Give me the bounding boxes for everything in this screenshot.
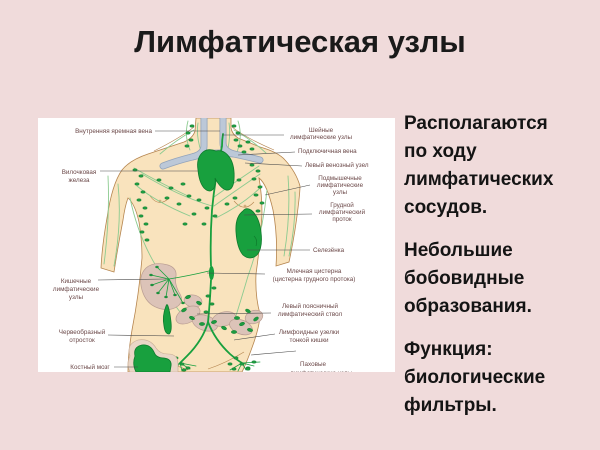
- trapezius-line: [153, 126, 195, 152]
- diagram-label: лимфатический ствол: [278, 310, 343, 318]
- diagram-label: Подмышечные: [318, 175, 362, 182]
- diagram-label: Внутренняя яремная вена: [75, 128, 152, 135]
- mesenteric-vessels: [150, 266, 184, 304]
- diagram-label: узлы: [69, 294, 84, 301]
- diagram-label: Вилочковая: [62, 169, 97, 176]
- diagram-label: Левый венозный узел: [305, 161, 369, 169]
- diagram-label: Шейные: [309, 126, 334, 134]
- diagram-label: Млечная цистерна: [287, 268, 342, 275]
- nipple: [243, 204, 247, 208]
- diagram-label: проток: [332, 216, 352, 223]
- diagram-label: Грудной: [330, 201, 354, 209]
- thymus-shape: [197, 149, 235, 192]
- diagram-label: Левый поясничный: [282, 302, 339, 310]
- text-column: Располагаются по ходу лимфатических сосу…: [404, 110, 576, 435]
- anatomy-diagram-panel: Внутренняя яремная вена Вилочковая желез…: [38, 118, 395, 372]
- lymphatic-system-diagram: Внутренняя яремная вена Вилочковая желез…: [53, 118, 369, 372]
- spleen-notch: [253, 235, 258, 247]
- diagram-label: железа: [69, 177, 90, 184]
- diagram-label: Костный мозг: [70, 363, 110, 371]
- bone-marrow-shape: [133, 344, 172, 372]
- diagram-label: Кишечные: [61, 278, 92, 285]
- diagram-label: Паховые: [300, 361, 326, 368]
- leader-lines: [97, 130, 313, 368]
- diagram-label: Червеобразный: [59, 328, 106, 336]
- diagram-label: лимфатические: [53, 286, 100, 293]
- diagram-label: лимфатические: [317, 182, 364, 189]
- bullet-paragraph: Функция: биологические фильтры.: [404, 339, 546, 416]
- diagram-label: Лимфоидные узелки: [279, 329, 340, 336]
- lymph-nodes: [132, 124, 265, 372]
- slide-title: Лимфатическая узлы: [134, 24, 466, 59]
- diagram-label: тонкой кишки: [290, 336, 329, 344]
- breast-curve: [233, 200, 255, 208]
- trapezius-line: [231, 126, 275, 151]
- bullet-paragraph: Небольшие бобовидные образования.: [404, 240, 532, 317]
- diagram-label: отросток: [69, 337, 95, 344]
- bullet-paragraph: Располагаются по ходу лимфатических сосу…: [404, 113, 554, 218]
- diagram-label: Подключичная вена: [298, 148, 357, 155]
- diagram-label: лимфатические узлы: [290, 370, 353, 372]
- diagram-label: лимфатические узлы: [290, 134, 353, 141]
- diagram-label: (цистерна грудного протока): [273, 276, 356, 283]
- diagram-label: лимфатический: [319, 208, 366, 216]
- groin-crease: [207, 351, 245, 370]
- diagram-label: узлы: [333, 189, 348, 196]
- diagram-labels: Внутренняя яремная вена Вилочковая желез…: [53, 126, 369, 372]
- appendix-shape: [162, 304, 172, 335]
- body-figure: [100, 118, 301, 372]
- diagram-label: Селезёнка: [313, 247, 345, 254]
- spleen-shape: [235, 208, 262, 259]
